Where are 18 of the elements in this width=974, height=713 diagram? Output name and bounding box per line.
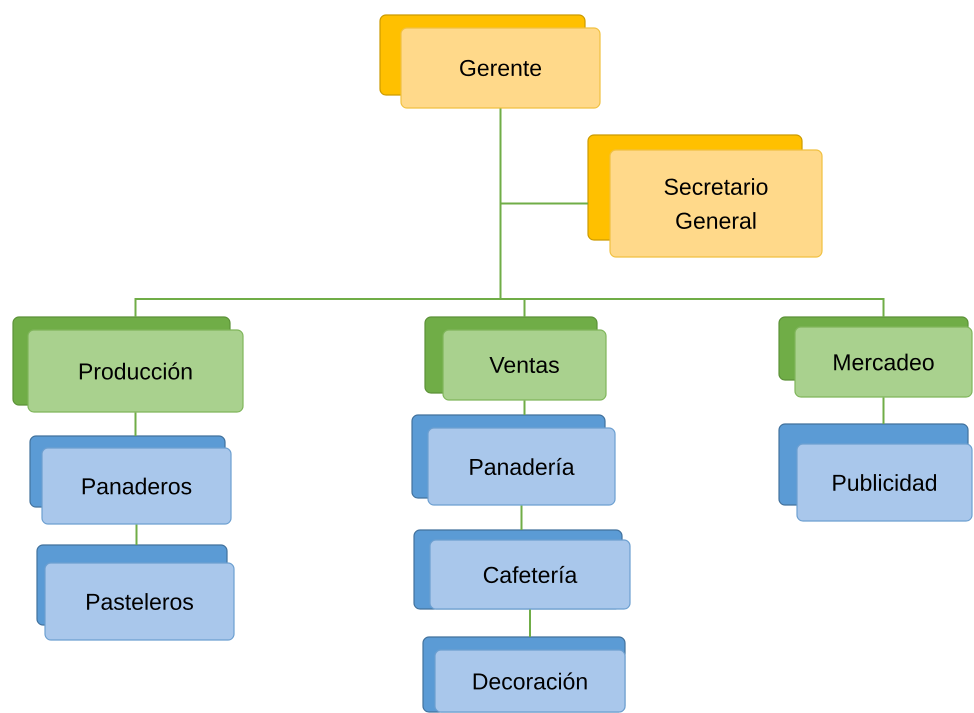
connector-line [520, 506, 522, 530]
connector-line [500, 108, 884, 317]
org-box: Gerente [379, 14, 601, 109]
org-box: Publicidad [778, 423, 973, 522]
connector-line [529, 610, 531, 637]
org-box: Producción [12, 316, 244, 413]
org-box: Ventas [424, 316, 607, 401]
org-box: Pasteleros [36, 544, 235, 641]
org-box: Panaderos [29, 435, 232, 525]
org-box: Secretario General [587, 134, 823, 258]
connector-line [136, 524, 138, 545]
org-box: Cafetería [413, 529, 631, 610]
org-box: Panadería [411, 414, 616, 506]
connector-line [134, 412, 136, 436]
org-box: Mercadeo [778, 316, 973, 398]
connector-line [882, 398, 884, 424]
org-box: Decoración [422, 636, 626, 713]
connector-line [524, 400, 526, 415]
